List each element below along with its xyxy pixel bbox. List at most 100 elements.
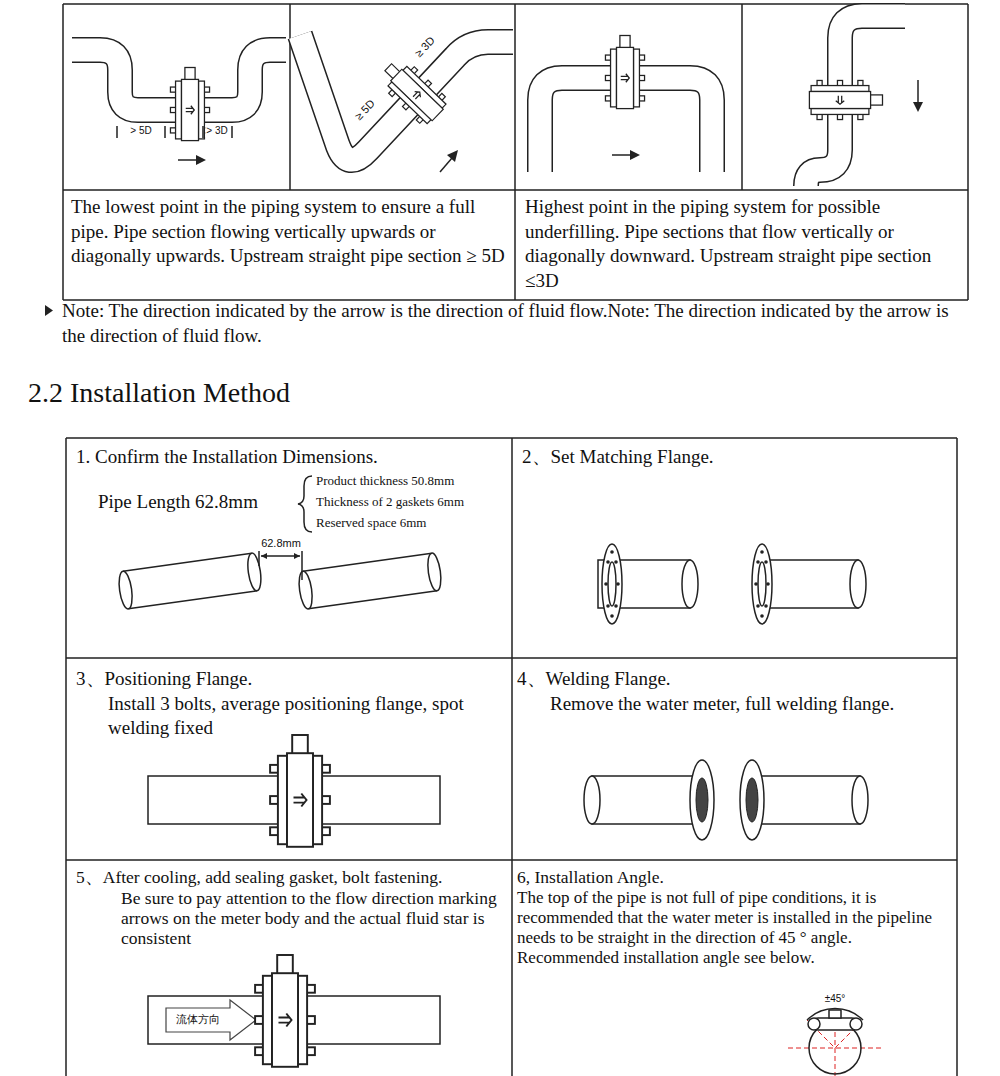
dimension-label: 62.8mm [260,537,302,550]
pipe-figure-part [809,80,882,119]
cell-text: 5、After cooling, add sealing gasket, bol… [76,867,502,888]
step-cell: 6, Installation Angle.The top of the pip… [512,860,957,1076]
cell-text: 3、Positioning Flange. [76,667,502,692]
pipe-figure-part [806,16,905,186]
step-four-figure-part [690,760,714,840]
pipe-figure-part [117,126,232,138]
pipe-figure-part [917,80,919,104]
step-two-figure-part-part [606,604,610,608]
step-four-figure-part [752,776,860,824]
step-four-figure-part [852,776,868,824]
pipe-figure-part [196,155,206,165]
step-three-figure-part [270,735,330,847]
step-four-figure-part [746,778,758,822]
pipe-figure-part [447,150,458,162]
dimension-label: ≥ 5D [352,96,379,123]
step-two-figure-part [604,550,770,618]
step-two-figure-part-part [614,604,618,608]
dimension-detail: Reserved space 6mm [316,515,426,531]
flow-direction-label: 流体方向 [176,1013,220,1026]
pipe-figure-part [178,159,198,161]
step-two-figure-part [752,544,772,624]
angle-figure [788,1009,882,1076]
table-grid-part [63,4,968,300]
step-one-figure-part-part [426,552,443,591]
angle-figure-part [829,1010,841,1018]
cell-text: 1. Confirm the Installation Dimensions. [76,445,502,470]
dimension-detail: Product thickness 50.8mm [316,473,454,489]
table-grid-part [66,438,957,1076]
dimension-text: Pipe Length 62.8mm [98,490,258,513]
step-two-figure-part-part [754,582,758,586]
step-two-figure-part-part [760,550,764,554]
step-two-figure-part-part [614,560,618,564]
step-four-figure-part [740,760,764,840]
dimension-detail: Thickness of 2 gaskets 6mm [316,494,464,510]
pipe-figure-part [612,154,632,156]
step-two-figure-part [758,560,858,608]
step-two-figure [598,544,866,624]
pipe-figure-part [605,36,644,109]
angle-figure-part [808,1018,820,1030]
step-two-figure-part [758,562,766,606]
note-text: Note: The direction indicated by the arr… [62,299,967,348]
step-five-figure [148,955,440,1067]
step-two-figure-part-part [764,560,768,564]
step-cell: 3、Positioning Flange.Install 3 bolts, av… [66,658,512,860]
step-two-figure-part-part [606,560,610,564]
step-cell: 5、After cooling, add sealing gasket, bol… [66,860,512,1076]
step-two-figure-part-part [616,582,620,586]
pipe-figure [72,16,923,186]
pipe-figure-part [913,102,923,112]
step-two-figure-part-part [760,614,764,618]
step-two-figure-part-part [766,582,770,586]
step-two-figure-part [602,544,622,624]
step-one-figure-part [259,551,302,580]
step-four-figure-part [592,776,700,824]
step-two-figure-part-part [610,614,614,618]
pipe-figure-part [300,35,513,160]
cell-text: 2、Set Matching Flange. [522,445,947,470]
step-one-figure-part-part [297,570,314,609]
dimension-label: > 5D [129,125,152,137]
step-two-figure-part-part [604,582,608,586]
step-one-figure-part [298,476,312,532]
table-text-cell: Highest point in the piping system for p… [515,190,968,300]
step-two-figure-part [850,560,866,608]
note-bullet [45,305,53,316]
cell-body-text: Remove the water meter, full welding fla… [550,692,952,716]
step-one-figure-part [117,552,263,609]
step-one-figure-part [297,552,443,609]
angle-figure-part [850,1018,862,1030]
step-two-figure-part [682,560,698,608]
pipe-figure-part [300,35,513,160]
step-two-figure-part-part [764,604,768,608]
pipe-figure-part [630,150,640,160]
step-two-figure-part [598,560,690,608]
step-four-figure-part [584,776,600,824]
pipe-figure-part [806,16,905,186]
step-one-figure-part-part [117,570,134,609]
angle-figure-part [788,1016,882,1076]
angle-label: ±45° [824,993,847,1005]
step-one-figure-part [261,553,300,559]
pipe-figure-part [440,158,452,172]
cell-text: Highest point in the piping system for p… [525,195,960,293]
step-two-figure-part-part [756,604,760,608]
table-text-cell: The lowest point in the piping system to… [63,190,515,300]
step-four-figure [584,760,868,840]
cell-body-text: Be sure to pay attention to the flow dir… [121,888,502,948]
cell-body-text: The top of the pipe is not full of pipe … [517,888,947,968]
step-two-figure-part [608,562,616,606]
step-three-figure [148,735,440,847]
dimension-label: ≥ 3D [412,33,439,60]
step-five-figure-part [255,955,315,1067]
step-five-figure-part [166,1000,256,1040]
step-one-figure-part-part [246,552,263,591]
step-cell: 2、Set Matching Flange. [512,438,957,658]
pipe-figure-part [375,54,450,128]
step-four-figure-part [696,778,708,822]
section-heading: 2.2 Installation Method [28,377,290,409]
